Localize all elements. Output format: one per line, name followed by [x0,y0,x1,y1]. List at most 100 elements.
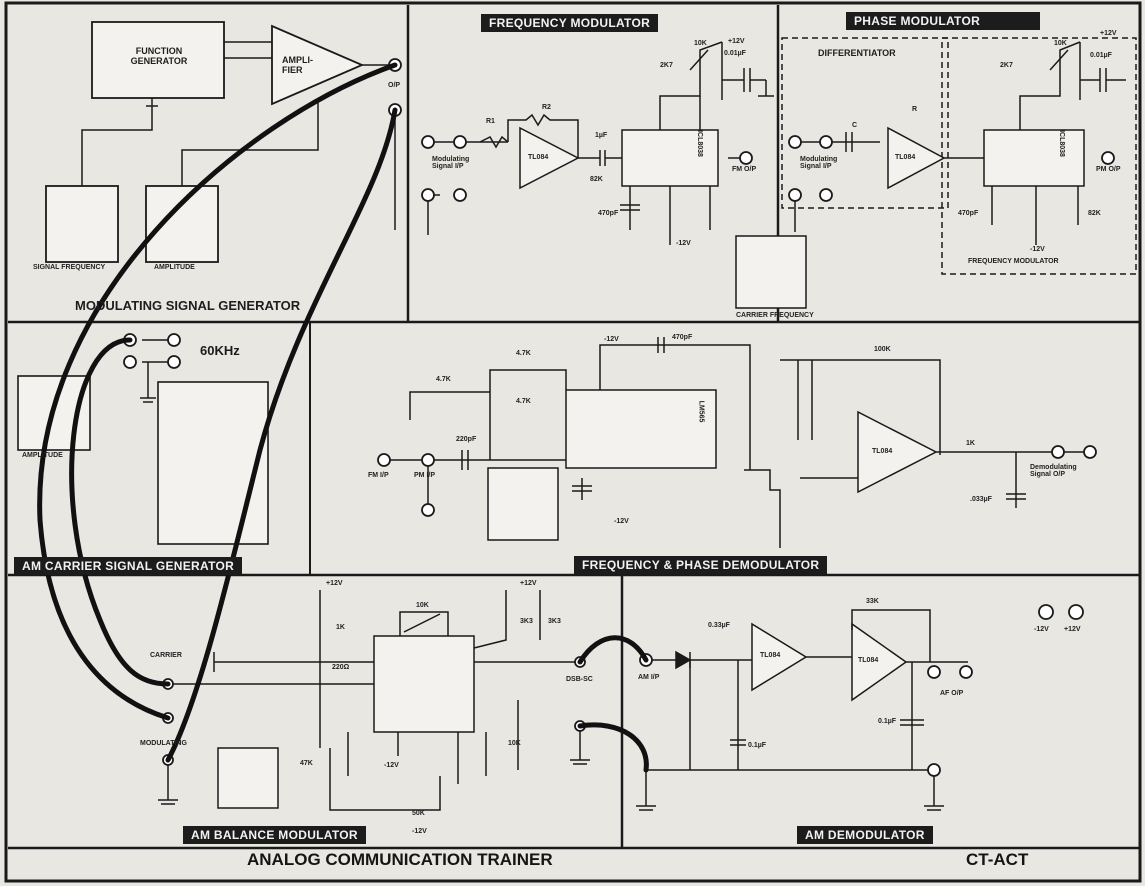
balance-r-47k: 47K [300,760,313,767]
pm-c-470p: 470pF [958,210,979,217]
patch-cord-5 [577,722,649,773]
signal-frequency-label: SIGNAL FREQUENCY [33,264,106,271]
carrier-frequency-knob [735,235,807,309]
pm-r-82k: 82K [1088,210,1101,217]
pll-ic-label: LM565 [697,400,705,423]
balance-pot-knob [217,747,279,809]
patch-cord-2 [165,107,398,763]
patch-cord-4 [577,635,649,665]
balance-r-220: 220Ω [332,664,350,671]
fm-output-label: FM O/P [732,166,757,173]
amdemod-c-01-b: 0.1µF [878,718,897,725]
fm-ic-label: ICL8038 [695,130,703,157]
demod-r-4k7-1: 4.7K [436,376,451,383]
balance-banner: AM BALANCE MODULATOR [183,826,366,844]
amdemod-opamp1-label: TL084 [760,652,781,659]
fm-r2: R2 [542,104,551,111]
pm-r: R [912,106,918,113]
fm-vplus: +12V [728,38,745,45]
op-label: O/P [388,82,401,89]
signal-frequency-knob [45,185,119,263]
balance-vminus-2: -12V [384,762,399,769]
balance-vplus-2: +12V [520,580,537,587]
balance-r-12k: 10K [508,740,521,747]
balance-vplus-1: +12V [326,580,343,587]
pm-ic-label: ICL8038 [1057,130,1065,157]
fm-opamp-label: TL084 [528,154,549,161]
fm-c-470p: 470pF [598,210,619,217]
carrier-display [157,381,269,545]
pm-ip-label: PM I/P [414,472,436,479]
pm-c: C [852,122,858,129]
fm-vminus: -12V [676,240,691,247]
minus12-terminal-label: -12V [1034,626,1049,633]
amdemod-c-01: 0.1µF [748,742,767,749]
modulating-section-title: MODULATING SIGNAL GENERATOR [75,298,301,313]
demod-r-1k: 1K [966,440,975,447]
pm-banner: PHASE MODULATOR [846,12,1040,30]
fm-r1: R1 [486,118,495,125]
plus12-terminal-label: +12V [1064,626,1081,633]
trainer-title: ANALOG COMMUNICATION TRAINER [247,850,553,869]
balance-r-50k: 50K [412,810,425,817]
pm-vminus: -12V [1030,246,1045,253]
fm-ip-label: FM I/P [368,472,389,479]
amplifier-triangle [271,24,365,106]
carrier-frequency-value: 60KHz [200,343,240,358]
demod-vminus: -12V [604,336,619,343]
amdemod-banner: AM DEMODULATOR [797,826,933,844]
pm-output-label: PM O/P [1096,166,1121,173]
fm-r-82k: 82K [590,176,603,183]
amdemod-c-033: 0.33µF [708,622,730,629]
fm-r-2k7: 2K7 [660,62,673,69]
fm-banner: FREQUENCY MODULATOR [481,14,659,32]
demod-banner: FREQUENCY & PHASE DEMODULATOR [574,556,828,574]
function-generator-label: FUNCTION GENERATOR [130,46,188,66]
pm-r-2k7: 2K7 [1000,62,1013,69]
demod-c-470p: 470pF [672,334,693,341]
pm-inner-fm-label: FREQUENCY MODULATOR [968,258,1059,265]
balance-r-3k3-2: 3K3 [548,618,561,625]
trainer-model: CT-ACT [966,850,1029,869]
amdemod-opamp2-label: TL084 [858,657,879,664]
amplifier-label: AMPLI- FIER [282,55,313,75]
balance-vminus: -12V [412,828,427,835]
demod-pot-knob [487,467,559,541]
fm-modulating-input-label: Modulating Signal I/P [432,156,470,170]
dsb-sc-label: DSB-SC [566,676,593,683]
amplitude-knob [145,185,219,263]
demod-r-4k7-3: 4.7K [516,398,531,405]
demod-output-label: Demodulating Signal O/P [1030,464,1077,478]
amdemod-r-33k: 33K [866,598,879,605]
demod-c-033: .033µF [970,496,992,503]
pm-opamp-label: TL084 [895,154,916,161]
pm-c-001: 0.01µF [1090,52,1112,59]
function-generator-box [91,21,225,99]
balance-r-3k3-1: 3K3 [520,618,533,625]
demod-c-220p: 220pF [456,436,477,443]
carrier-banner: AM CARRIER SIGNAL GENERATOR [14,557,243,575]
am-ip-label: AM I/P [638,674,660,681]
demod-r-4k7-2: 4.7K [516,350,531,357]
demod-opamp-label: TL084 [872,448,893,455]
carrier-frequency-label: CARRIER FREQUENCY [736,312,814,319]
balance-r-10k: 10K [416,602,429,609]
modulating-input-label: MODULATING [140,740,187,747]
pm-r-10k: 10K [1054,40,1067,47]
amplitude-label: AMPLITUDE [154,264,195,271]
fm-c-1u: 1µF [595,132,608,139]
differentiator-label: DIFFERENTIATOR [818,48,896,58]
patch-cord-1 [37,62,398,721]
fm-c-001: 0.01µF [724,50,746,57]
carrier-input-label: CARRIER [150,652,182,659]
demod-vminus-2: -12V [614,518,629,525]
balance-r-1k: 1K [336,624,345,631]
pm-modulating-input-label: Modulating Signal I/P [800,156,838,170]
demod-r-100k: 100K [874,346,891,353]
af-op-label: AF O/P [940,690,964,697]
pm-vplus: +12V [1100,30,1117,37]
carrier-amplitude-label: AMPLITUDE [22,452,63,459]
fm-r-10k: 10K [694,40,707,47]
